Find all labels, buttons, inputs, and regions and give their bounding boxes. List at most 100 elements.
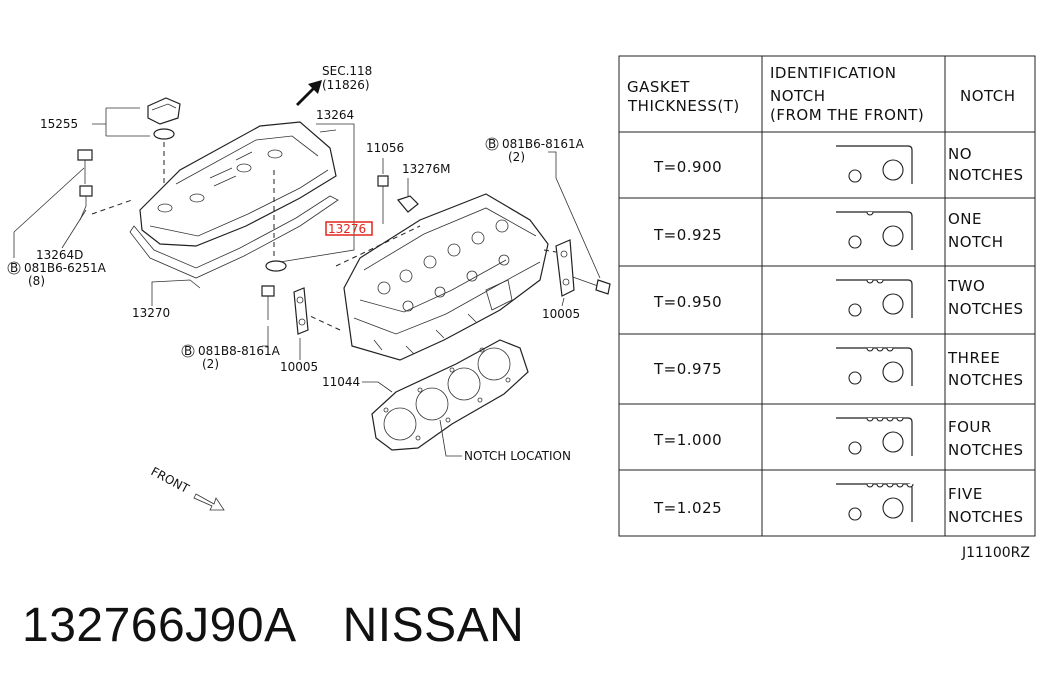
bolt-right-label: 081B6-8161A xyxy=(502,137,585,151)
part-13264d-label: 13264D xyxy=(36,248,83,262)
row-thickness: T=0.900 xyxy=(653,158,722,176)
circle-b-left-label: B xyxy=(10,261,18,275)
highlighted-part-13276[interactable]: 13276 xyxy=(325,221,373,236)
header-thickness-line2: THICKNESS(T) xyxy=(627,97,740,115)
rocker-cover[interactable] xyxy=(139,121,337,247)
part-13276-highlight-label: 13276 xyxy=(328,222,366,236)
footer-caption: 132766J90A NISSAN xyxy=(22,598,524,653)
notch-location-label: NOTCH LOCATION xyxy=(464,449,571,463)
circle-b-center-label: B xyxy=(184,344,192,358)
header-ident-line3: (FROM THE FRONT) xyxy=(770,106,924,124)
part-10005-right-label: 10005 xyxy=(542,307,580,321)
row-thickness: T=1.000 xyxy=(653,431,722,449)
front-indicator: FRONT xyxy=(149,464,225,511)
notch-illustration xyxy=(836,347,913,386)
row-thickness: T=0.950 xyxy=(653,293,722,311)
bolt-left-label: 081B6-6251A xyxy=(24,261,107,275)
row-notch-line2: NOTCHES xyxy=(948,166,1024,184)
bolt-right-qty: (2) xyxy=(508,150,525,164)
table-row: T=1.000 FOUR NOTCHES xyxy=(653,417,1024,459)
table-row: T=0.975 THREE NOTCHES xyxy=(653,347,1024,389)
circle-b-left xyxy=(7,261,21,275)
table-row: T=0.925 ONE NOTCH xyxy=(653,210,1004,251)
notch-illustration xyxy=(836,211,913,250)
row-notch-line2: NOTCHES xyxy=(948,371,1024,389)
row-notch-line1: TWO xyxy=(947,277,985,295)
part-11056-label: 11056 xyxy=(366,141,404,155)
part-11044-label: 11044 xyxy=(322,375,360,389)
notch-mark xyxy=(876,417,884,422)
notch-mark xyxy=(866,211,874,216)
table-row: T=0.950 TWO NOTCHES xyxy=(653,277,1024,318)
header-thickness-line1: GASKET xyxy=(627,78,690,96)
row-notch-line2: NOTCHES xyxy=(948,300,1024,318)
table-row: T=1.025 FIVE NOTCHES xyxy=(653,483,1024,526)
part-13270-label: 13270 xyxy=(132,306,170,320)
gasket-thickness-table: GASKET THICKNESS(T) IDENTIFICATION NOTCH… xyxy=(618,55,1036,537)
bolt-right[interactable] xyxy=(569,275,611,295)
notch-mark xyxy=(896,417,904,422)
row-notch-line1: FIVE xyxy=(948,485,983,503)
notch-mark xyxy=(886,483,894,488)
brand-name: NISSAN xyxy=(342,599,525,652)
rocker-cover-gasket[interactable] xyxy=(129,195,339,279)
notch-illustration xyxy=(836,279,913,318)
header-ident-line1: IDENTIFICATION xyxy=(770,64,897,82)
bolt-center-qty: (2) xyxy=(202,357,219,371)
sec-label: SEC.118 xyxy=(322,64,372,78)
header-ident-line2: NOTCH xyxy=(770,87,826,105)
bolt-center-label: 081B8-8161A xyxy=(198,344,281,358)
bolt-13264d[interactable] xyxy=(77,149,93,221)
notch-mark xyxy=(886,347,894,352)
row-notch-line1: NO xyxy=(948,145,972,163)
circle-b-right xyxy=(485,137,499,151)
row-thickness: T=0.925 xyxy=(653,226,722,244)
row-thickness: T=1.025 xyxy=(653,499,722,517)
notch-mark xyxy=(866,483,874,488)
head-gasket[interactable] xyxy=(371,339,529,451)
bracket-10005-left[interactable] xyxy=(293,287,309,335)
header-notch: NOTCH xyxy=(960,87,1016,105)
notch-illustration xyxy=(836,145,913,184)
row-notch-line1: THREE xyxy=(947,349,1000,367)
notch-mark xyxy=(866,417,874,422)
front-label: FRONT xyxy=(149,464,192,496)
part-10005-left-label: 10005 xyxy=(280,360,318,374)
part-13276m[interactable] xyxy=(396,195,419,213)
table-row: T=0.900 NO NOTCHES xyxy=(653,145,1024,184)
cylinder-head[interactable] xyxy=(343,193,549,361)
part-15255-label: 15255 xyxy=(40,117,78,131)
notch-mark xyxy=(876,347,884,352)
bolt-left-qty: (8) xyxy=(28,274,45,288)
drawing-code: J11100RZ xyxy=(961,545,1030,561)
circle-b-right-label: B xyxy=(488,137,496,151)
notch-mark xyxy=(876,279,884,284)
seal-washer[interactable] xyxy=(265,260,287,272)
notch-mark xyxy=(866,347,874,352)
notch-mark xyxy=(906,483,914,488)
stud-11056[interactable] xyxy=(377,175,389,224)
part-13276m-label: 13276M xyxy=(402,162,451,176)
bracket-10005-right[interactable] xyxy=(555,239,575,297)
notch-mark xyxy=(876,483,884,488)
oil-filler-cap[interactable] xyxy=(147,97,181,140)
part-number: 132766J90A xyxy=(22,599,297,652)
bolt-center[interactable] xyxy=(261,285,275,320)
section-arrow: SEC.118 (11826) xyxy=(296,64,372,106)
exploded-view: SEC.118 (11826) 15255 13264 xyxy=(7,64,611,511)
part-13264-label: 13264 xyxy=(316,108,354,122)
notch-mark xyxy=(886,417,894,422)
row-notch-line1: ONE xyxy=(948,210,982,228)
notch-illustration xyxy=(836,483,914,522)
row-notch-line1: FOUR xyxy=(948,418,992,436)
circle-b-center xyxy=(181,344,195,358)
sec-ref-label: (11826) xyxy=(322,78,370,92)
notch-mark xyxy=(866,279,874,284)
row-notch-line2: NOTCHES xyxy=(948,508,1024,526)
row-notch-line2: NOTCH xyxy=(948,233,1004,251)
notch-mark xyxy=(896,483,904,488)
notch-illustration xyxy=(836,417,913,456)
row-notch-line2: NOTCHES xyxy=(948,441,1024,459)
row-thickness: T=0.975 xyxy=(653,360,722,378)
